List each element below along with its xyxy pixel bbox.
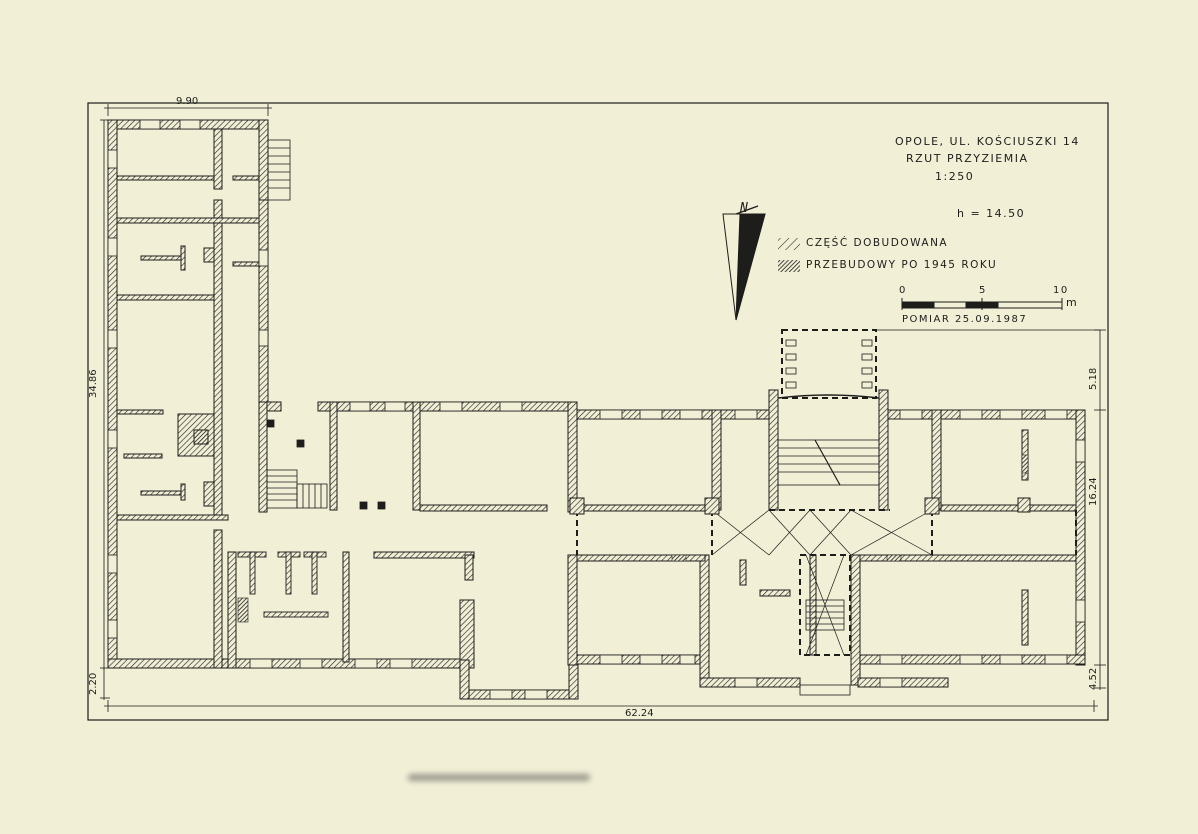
central-block <box>227 401 579 700</box>
west-wing <box>107 119 269 669</box>
corridor-piers <box>569 497 1031 515</box>
north-stair <box>267 139 291 201</box>
dimension-lines <box>100 104 1106 712</box>
east-windows <box>599 409 1086 688</box>
drawing-frame <box>87 102 1109 721</box>
legend-swatch-added <box>778 238 800 250</box>
north-label: N <box>739 201 748 216</box>
north-arrow <box>722 205 766 321</box>
legend-swatch-rebuilt <box>778 260 800 272</box>
west-windows <box>107 119 269 639</box>
added-stair-bays <box>785 339 873 389</box>
south-rooms <box>237 551 329 618</box>
east-block <box>576 389 1086 688</box>
added-parts <box>576 329 1077 656</box>
post-1945-rebuilds <box>237 454 1029 623</box>
south-windows <box>249 401 548 700</box>
scale-bar <box>901 298 1063 310</box>
central-stair <box>266 419 386 510</box>
corridor-vaults <box>711 509 933 656</box>
east-stair <box>777 394 880 696</box>
